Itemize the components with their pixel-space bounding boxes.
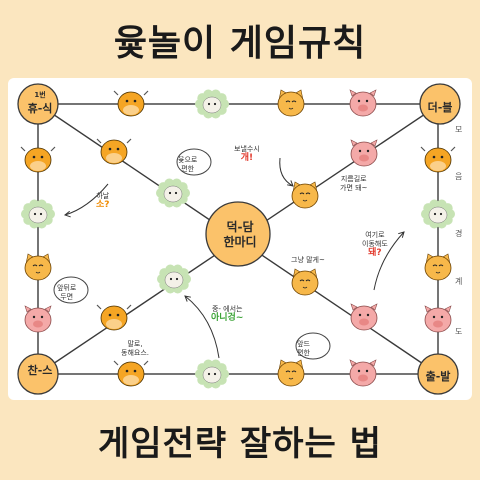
note-text: 가면 돼~ — [340, 184, 368, 192]
corner-double-label: 더-블 — [427, 101, 453, 114]
note-text: 말로, — [127, 340, 143, 348]
corner-rest-number: 1번 — [34, 91, 46, 99]
pig-icon — [349, 359, 377, 387]
side-char: 경 — [455, 229, 463, 238]
note-highlight: 돼? — [368, 248, 382, 258]
arrow-path — [279, 157, 294, 187]
corner-start-label: 출-발 — [425, 370, 451, 383]
center-label: 덕-담 한마디 — [208, 220, 272, 250]
cat-icon — [24, 253, 52, 281]
center-circle — [205, 201, 271, 267]
note-text: 중- 에서는 — [211, 305, 243, 313]
note-8: 그냥 말게~ — [291, 256, 325, 265]
note-text: 두면 — [60, 293, 74, 301]
note-text: 윷으로 — [178, 156, 198, 164]
board-outline — [37, 103, 439, 375]
note-10: 말로,동해요스. — [121, 340, 149, 358]
sheep-icon — [21, 199, 55, 229]
note-text: 하날 — [96, 192, 110, 200]
page-title: 윷놀이 게임규칙 — [113, 23, 367, 64]
note-text: 동해요스. — [121, 349, 149, 357]
note-text: 편한 — [181, 165, 195, 173]
note-text: 그냥 말게~ — [291, 256, 325, 264]
note-text: 이동해도 — [362, 240, 388, 248]
sheep-icon — [195, 359, 229, 389]
sheep-icon — [421, 199, 455, 229]
page-subtitle: 게임전략 잘하는 법 — [98, 424, 382, 464]
corner-rest: 1번 휴-식 — [20, 86, 60, 116]
note-text: 지름길로 — [340, 175, 367, 183]
sheep-icon — [157, 264, 191, 294]
note-highlight: 개! — [240, 153, 254, 163]
side-char: 모 — [455, 125, 463, 134]
cat-icon — [291, 268, 319, 296]
cat-icon — [277, 89, 305, 117]
arrow-path — [373, 231, 405, 291]
cow-icon — [96, 138, 132, 165]
arrow-path — [64, 183, 109, 216]
cow-icon — [113, 90, 149, 117]
side-char: 음 — [455, 172, 463, 181]
pig-icon — [350, 303, 378, 331]
pig-icon — [424, 305, 452, 333]
cow-icon — [113, 360, 149, 387]
board-drawing — [17, 83, 461, 395]
corner-rest-circle — [17, 83, 59, 125]
note-text: 보낼수시 — [234, 145, 260, 153]
pig-icon — [24, 305, 52, 333]
note-text: 편한 — [297, 349, 310, 357]
center-label-line1: 덕-담 — [226, 220, 254, 234]
cow-icon — [20, 146, 56, 173]
cow-icon — [96, 304, 132, 331]
side-char: 계 — [455, 277, 463, 286]
note-bubble-outline — [53, 276, 89, 304]
cat-icon — [291, 181, 319, 209]
cat-icon — [424, 253, 452, 281]
arrow-head — [184, 295, 191, 302]
sheep-icon — [156, 178, 190, 208]
arrow-head — [287, 180, 294, 187]
yut-board: 1번 휴-식 더-블 찬-스 출-발 덕-담 한마디 모 음 경 계 도 윷으로… — [8, 78, 472, 400]
sheep-icon — [195, 89, 229, 119]
note-text: 앞드 — [297, 340, 310, 348]
pig-icon — [349, 89, 377, 117]
note-text: 여기로 — [365, 231, 385, 239]
note-highlight: 소? — [96, 200, 110, 210]
corner-start-circle — [417, 353, 459, 395]
arrow-head — [398, 231, 405, 238]
note-text: 앞뒤로 — [57, 284, 77, 292]
corner-rest-label: 휴-식 — [27, 102, 53, 115]
center-label-line2: 한마디 — [223, 235, 257, 249]
pig-icon — [350, 139, 378, 167]
side-char: 도 — [455, 327, 463, 336]
corner-chance-label: 찬-스 — [27, 364, 53, 377]
cow-icon — [420, 146, 456, 173]
corner-chance-circle — [17, 353, 59, 395]
note-bubble-outline — [176, 148, 212, 176]
note-bubble-outline — [295, 332, 331, 360]
arrow-path — [184, 295, 220, 359]
arrow-head — [63, 210, 71, 218]
cat-icon — [277, 359, 305, 387]
note-highlight: 아니겅~ — [211, 313, 244, 323]
corner-double-circle — [419, 83, 461, 125]
